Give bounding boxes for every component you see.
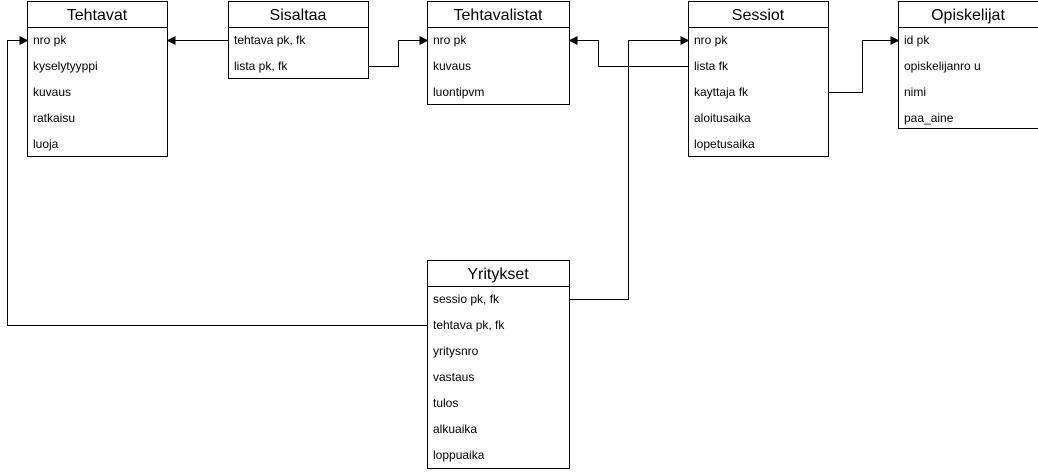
relation-sessiot-to-opiskelijat — [828, 36, 900, 93]
entity-sessiot[interactable]: Sessiot nro pk lista fk kayttaja fk aloitusa… — [688, 1, 829, 157]
entity-box — [27, 1, 168, 157]
entity-field: loppuaika — [433, 448, 485, 462]
entity-field: luoja — [33, 137, 59, 151]
entity-field: nimi — [904, 85, 926, 99]
entity-field: kyselytyyppi — [33, 59, 98, 73]
entity-field: kuvaus — [33, 85, 71, 99]
entity-box — [427, 260, 570, 469]
entity-field: id pk — [904, 33, 930, 47]
relation-sisaltaa-to-tehtavalistat — [368, 36, 429, 67]
relation-connectors — [7, 36, 900, 326]
entity-field: lopetusaika — [694, 137, 755, 151]
entity-title: Sisaltaa — [270, 7, 327, 24]
entity-field: tulos — [433, 396, 458, 410]
entity-field: opiskelijanro u — [904, 59, 981, 73]
entity-box — [688, 1, 829, 157]
entity-field: nro pk — [33, 33, 67, 47]
entity-field: nro pk — [694, 33, 728, 47]
entity-field: paa_aine — [904, 111, 954, 125]
entity-field: kayttaja fk — [694, 85, 749, 99]
entity-field: alkuaika — [433, 422, 477, 436]
entity-yritykset[interactable]: Yritykset sessio pk, fk tehtava pk, fk yrit… — [427, 260, 570, 469]
entity-field: tehtava pk, fk — [234, 33, 306, 47]
entity-field: yritysnro — [433, 344, 479, 358]
entity-title: Yritykset — [467, 266, 529, 283]
entity-field: sessio pk, fk — [433, 292, 500, 306]
entity-field: vastaus — [433, 370, 474, 384]
entity-field: kuvaus — [433, 59, 471, 73]
entity-box — [898, 1, 1038, 129]
relation-yritykset-to-sessiot — [569, 36, 690, 300]
entity-field: aloitusaika — [694, 111, 751, 125]
entity-title: Opiskelijat — [931, 7, 1005, 24]
entity-box — [427, 1, 570, 105]
relation-yritykset-to-tehtavat — [7, 36, 428, 326]
entity-title: Tehtavat — [67, 7, 128, 24]
entity-box — [228, 1, 369, 79]
entity-title: Tehtavalistat — [454, 7, 543, 24]
relation-sessiot-to-tehtavalistat — [568, 36, 689, 67]
entity-field: lista pk, fk — [234, 59, 288, 73]
entity-field: lista fk — [694, 59, 729, 73]
entity-tehtavalistat[interactable]: Tehtavalistat nro pk kuvaus luontipvm — [427, 1, 570, 105]
entity-sisaltaa[interactable]: Sisaltaa tehtava pk, fk lista pk, fk — [228, 1, 369, 79]
entity-field: tehtava pk, fk — [433, 318, 505, 332]
entity-field: ratkaisu — [33, 111, 75, 125]
entity-field: luontipvm — [433, 85, 484, 99]
entity-field: nro pk — [433, 33, 467, 47]
entity-title: Sessiot — [732, 7, 785, 24]
